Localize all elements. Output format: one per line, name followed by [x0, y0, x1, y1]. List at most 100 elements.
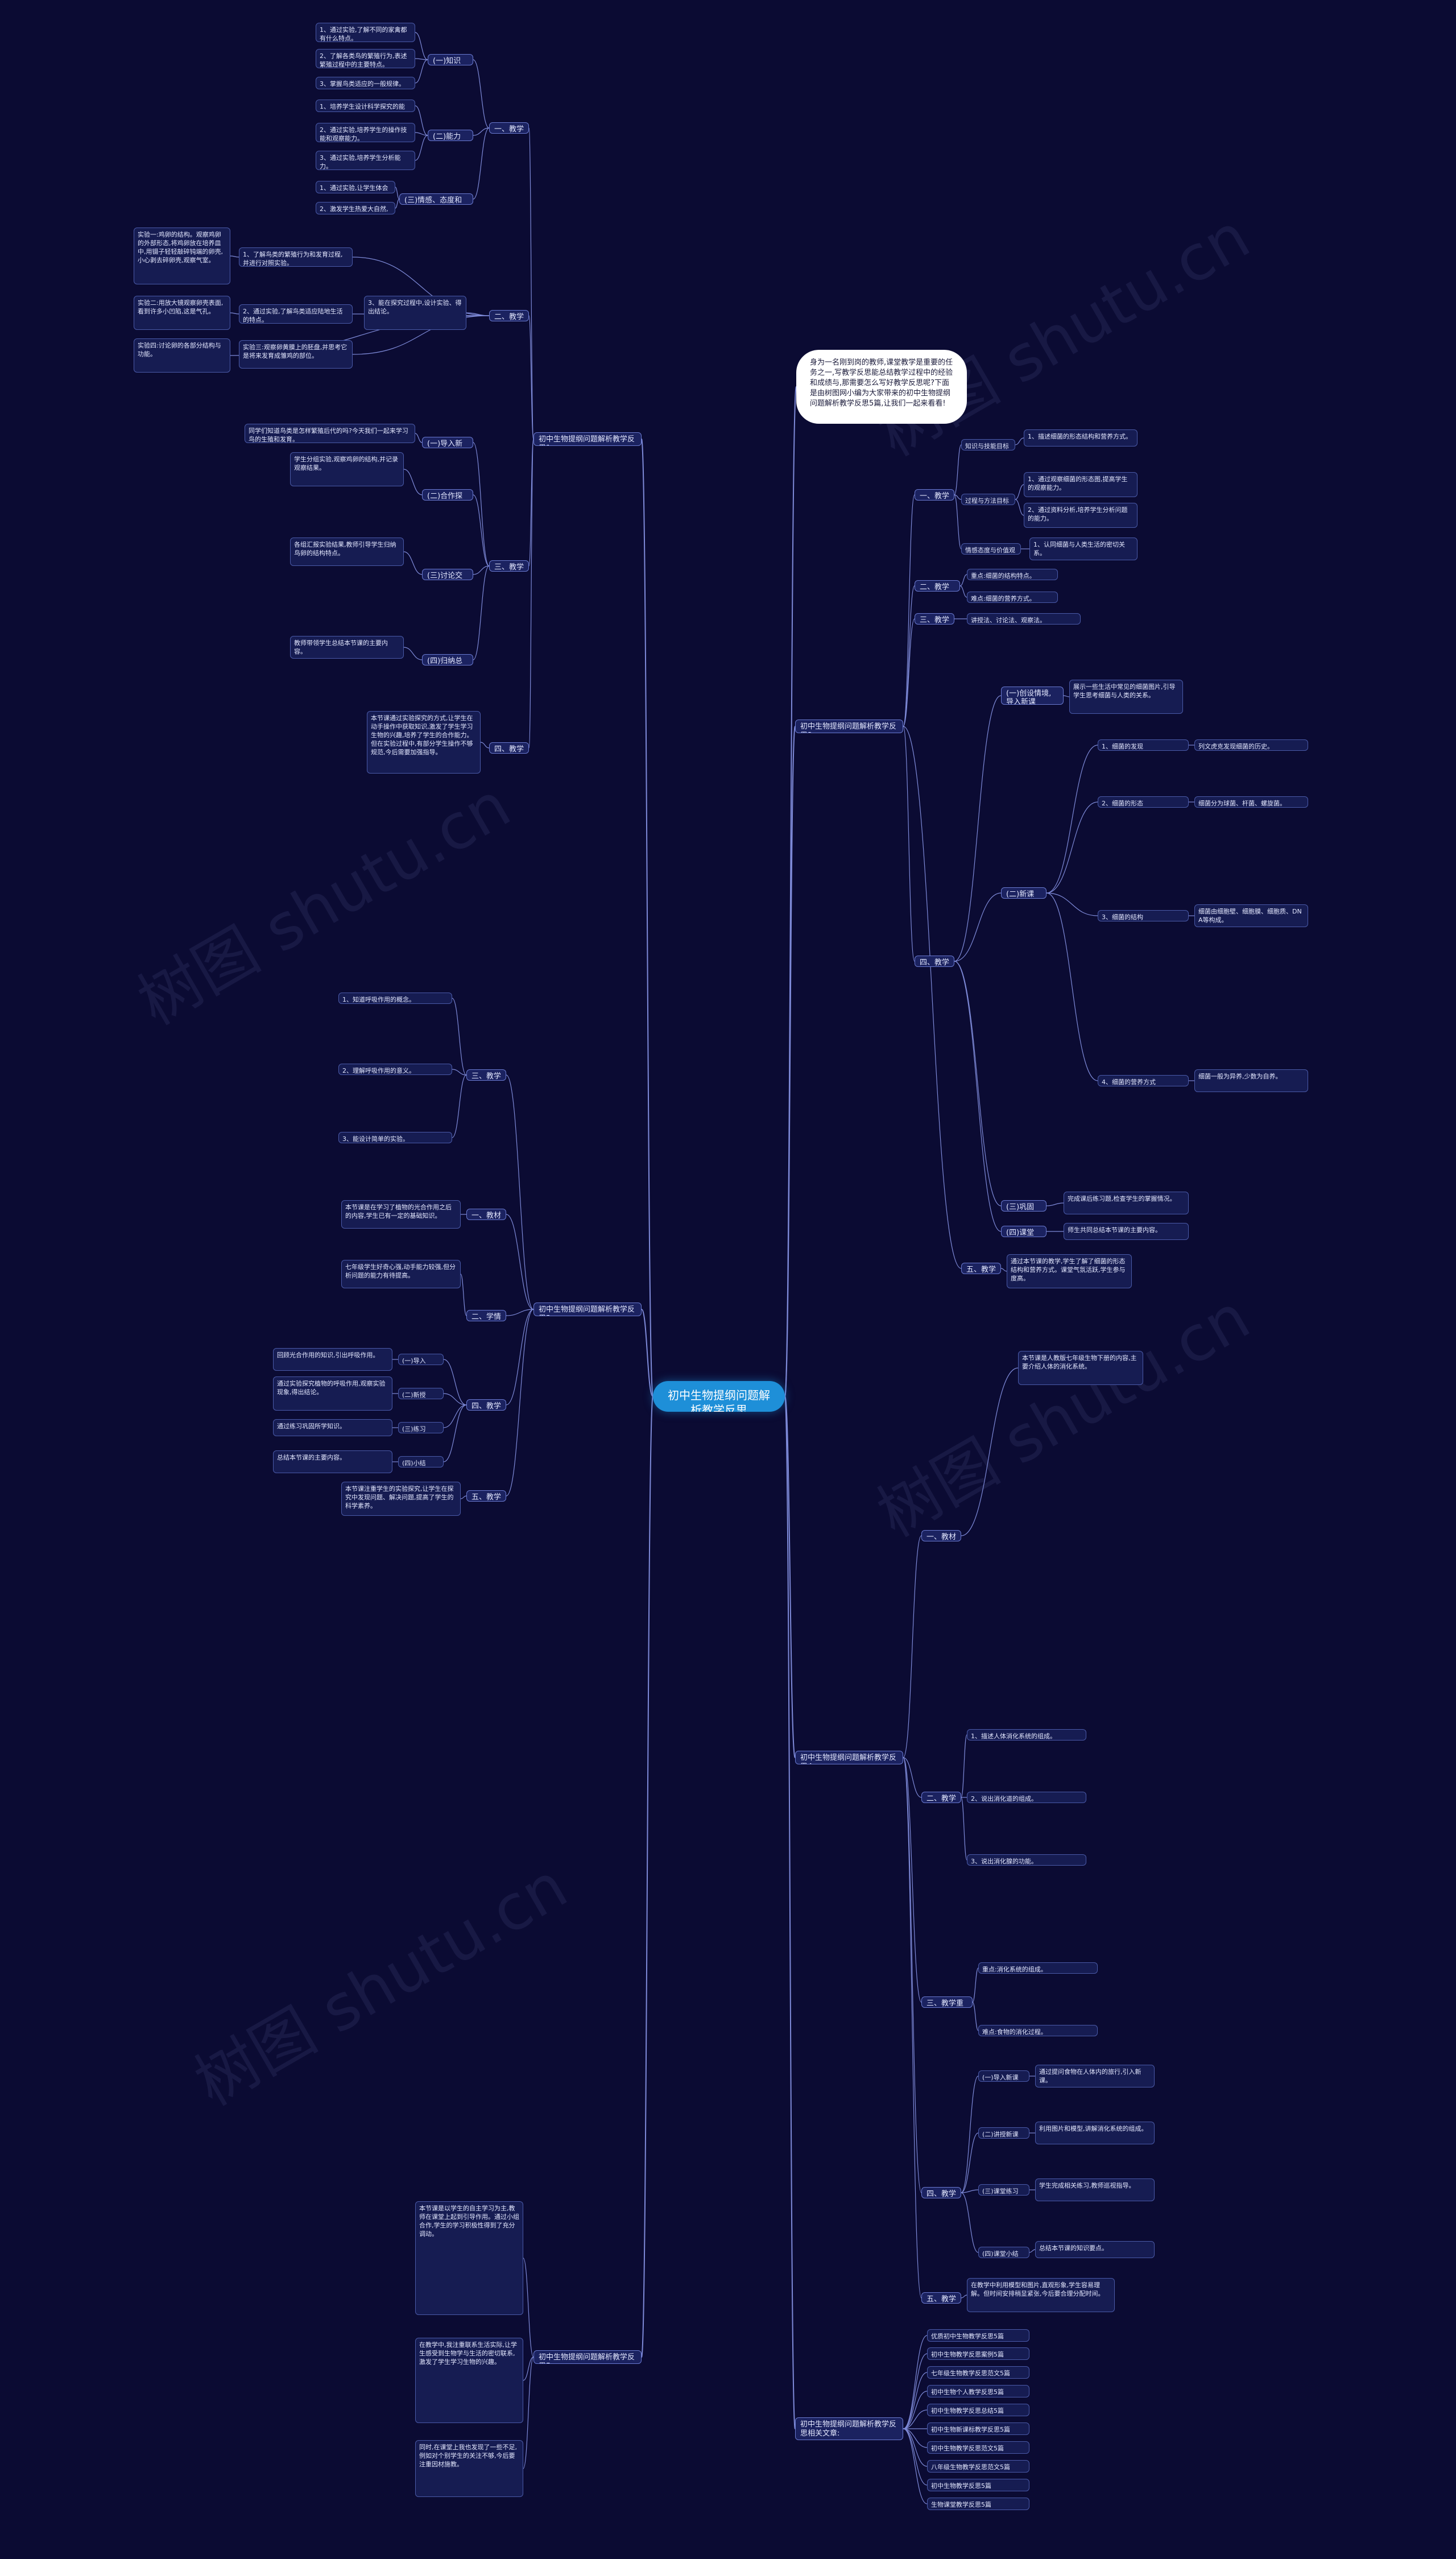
- connector-line: [903, 1535, 922, 1758]
- connector-line: [452, 998, 467, 1076]
- b3-reflection: 五、教学反思: [466, 1490, 506, 1502]
- connector-line: [452, 1069, 467, 1076]
- connector-line: [506, 1214, 534, 1310]
- b4-note: 总结本节课的知识要点。: [1035, 2241, 1155, 2258]
- connector-line: [415, 32, 428, 60]
- b1-process: 三、教学过程: [489, 560, 529, 572]
- b3-process: 四、教学过程: [466, 1399, 506, 1411]
- related-article-link[interactable]: 初中生物个人教学反思5篇: [927, 2385, 1029, 2397]
- b1-item: 2、通过实验,了解鸟类适应陆地生活的特点。: [239, 304, 353, 324]
- connector-line: [452, 1074, 467, 1138]
- related-article-link[interactable]: 初中生物教学反思范文5篇: [927, 2441, 1029, 2454]
- b1-discuss: (三)讨论交流: [422, 569, 473, 580]
- b1-note: 实验四:讨论卵的各部分结构与功能。: [134, 338, 230, 373]
- b1-item: 1、了解鸟类的繁殖行为和发育过程,并进行对照实验。: [239, 247, 353, 267]
- connector-line: [230, 255, 239, 258]
- b2-practice: (三)巩固练习: [1001, 1200, 1046, 1212]
- b3-item: 1、知道呼吸作用的概念。: [338, 993, 452, 1004]
- branch-5: 初中生物提纲问题解析教学反思5: [533, 2350, 642, 2364]
- b2-item: 过程与方法目标: [961, 494, 1015, 505]
- connector-line: [903, 1757, 922, 1798]
- connector-line: [903, 1757, 922, 2193]
- b4-process: 四、教学过程: [921, 2187, 961, 2198]
- connector-line: [784, 1396, 796, 2429]
- connector-line: [903, 2409, 928, 2429]
- connector-line: [903, 2372, 928, 2429]
- related-article-link[interactable]: 生物课堂教学反思5篇: [927, 2498, 1029, 2510]
- connector-line: [473, 59, 490, 129]
- b1-note: 实验二:用放大镜观察卵壳表面,看到许多小凹陷,这是气孔。: [134, 296, 230, 330]
- connector-line: [403, 469, 423, 495]
- b1-knowledge: (一)知识目标: [428, 54, 473, 65]
- b2-note: 1、认同细菌与人类生活的密切关系。: [1029, 538, 1138, 560]
- related-article-link[interactable]: 优质初中生物教学反思5篇: [927, 2329, 1029, 2342]
- connector-line: [954, 961, 1002, 1232]
- connector-line: [415, 59, 428, 84]
- connector-line: [641, 1309, 653, 1397]
- connector-line: [1046, 892, 1098, 1081]
- connector-line: [523, 2357, 534, 2469]
- related-article-link[interactable]: 初中生物教学反思5篇: [927, 2479, 1029, 2491]
- b1-attitude: (三)情感、态度和价值观目标: [399, 193, 473, 205]
- connector-line: [954, 695, 1002, 962]
- connector-line: [961, 2132, 979, 2193]
- connector-line: [480, 742, 490, 749]
- connector-line: [473, 127, 490, 136]
- b3-note: 本节课注重学生的实验探究,让学生在探究中发现问题、解决问题,提高了学生的科学素养…: [341, 1482, 461, 1516]
- branch-2: 初中生物提纲问题解析教学反思2: [795, 720, 903, 733]
- b3-note: 本节课是在学习了植物的光合作用之后的内容,学生已有一定的基础知识。: [341, 1200, 461, 1229]
- b1-explore: (二)合作探究: [422, 489, 473, 501]
- b1-note: 学生分组实验,观察鸡卵的结构,并记录观察结果。: [290, 452, 404, 486]
- b1-item: 1、通过实验,了解不同的家禽都有什么特点。: [316, 23, 415, 42]
- connector-line: [473, 565, 490, 575]
- connector-line: [903, 726, 962, 1269]
- connector-line: [528, 315, 534, 440]
- b4-item: (一)导入新课: [978, 2070, 1029, 2082]
- b4-item: (二)讲授新课: [978, 2127, 1029, 2139]
- connector-line: [903, 2391, 928, 2429]
- b4-note: 本节课是人教版七年级生物下册的内容,主要介绍人体的消化系统。: [1018, 1351, 1143, 1385]
- b3-note: 通过实验探究植物的呼吸作用,观察实验现象,得出结论。: [273, 1376, 392, 1411]
- related-article-link[interactable]: 八年级生物教学反思范文5篇: [927, 2460, 1029, 2473]
- b1-note: 实验一:鸡卵的结构。观察鸡卵的外部形态,将鸡卵放在培养皿中,用镊子轻轻敲碎钝端的…: [134, 228, 230, 284]
- b1-item: 3、通过实验,培养学生分析能力。: [316, 151, 415, 170]
- related-article-link[interactable]: 初中生物教学反思总结5篇: [927, 2404, 1029, 2416]
- connector-line: [528, 439, 534, 749]
- connector-line: [473, 565, 490, 660]
- connector-line: [1015, 499, 1024, 516]
- connector-line: [523, 2258, 534, 2358]
- b4-item: 难点:食物的消化过程。: [978, 2025, 1098, 2036]
- b2-newlesson: (二)新课教学: [1001, 887, 1046, 899]
- connector-line: [959, 585, 967, 598]
- b4-item: 1、描述人体消化系统的组成。: [967, 1729, 1086, 1741]
- b2-note: 2、通过资料分析,培养学生分析问题的能力。: [1024, 503, 1138, 528]
- connector-line: [954, 892, 1002, 962]
- connector-line: [784, 1396, 796, 1758]
- connector-line: [954, 494, 962, 549]
- b3-note: 通过练习巩固所学知识。: [273, 1419, 392, 1436]
- b2-note: 讲授法、讨论法、观察法。: [967, 613, 1081, 625]
- b3-item: (二)新授: [398, 1388, 444, 1399]
- connector-line: [903, 618, 915, 727]
- connector-line: [961, 2189, 979, 2193]
- connector-line: [460, 1274, 467, 1316]
- connector-line: [959, 574, 967, 586]
- connector-line: [460, 1495, 467, 1499]
- connector-line: [961, 2192, 979, 2253]
- related-article-link[interactable]: 初中生物新课标教学反思5篇: [927, 2422, 1029, 2435]
- related-article-link[interactable]: 七年级生物教学反思范文5篇: [927, 2366, 1029, 2379]
- b3-textbook: 一、教材分析: [466, 1209, 506, 1220]
- connector-line: [903, 494, 915, 727]
- connector-line: [1063, 695, 1070, 697]
- b2-intro: (一)创设情境,导入新课: [1001, 687, 1064, 705]
- related-article-link[interactable]: 初中生物教学反思案例5篇: [927, 2347, 1029, 2360]
- b1-item: 1、培养学生设计科学探究的能力。: [316, 100, 415, 112]
- connector-line: [1046, 892, 1098, 916]
- b4-keypoints: 三、教学重点与难点: [921, 1996, 973, 2008]
- b2-note: 1、通过观察细菌的形态图,提高学生的观察能力。: [1024, 472, 1138, 497]
- connector-line: [1015, 437, 1024, 445]
- connector-line: [954, 494, 962, 500]
- b1-note: 实验三:观察卵黄膜上的胚盘,并思考它是将来发育成雏鸡的部位。: [239, 340, 353, 369]
